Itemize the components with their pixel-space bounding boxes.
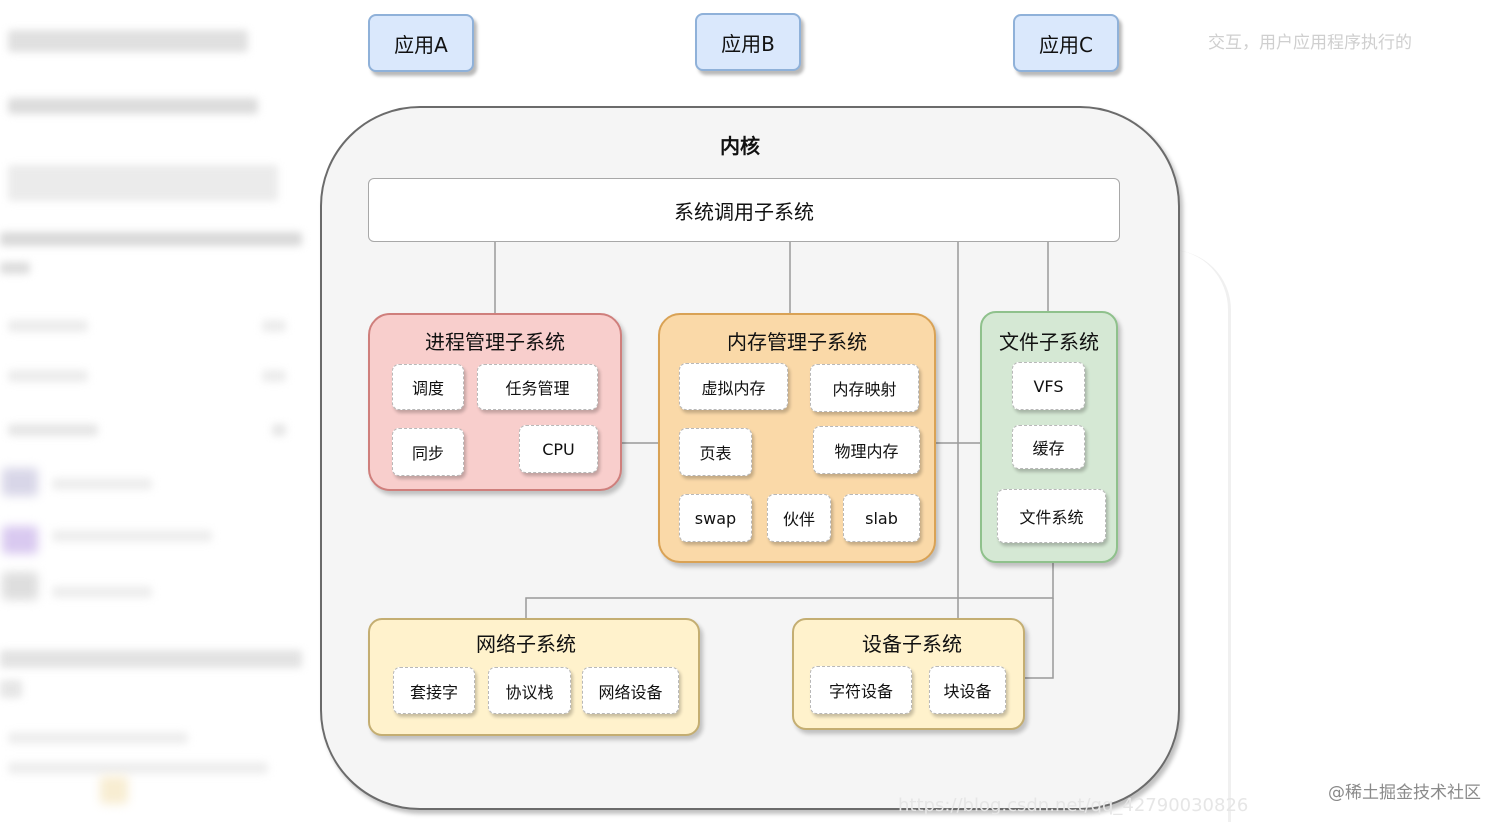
kernel-title: 内核 [720,134,760,158]
url-watermark: https://blog.csdn.net/qq_42790030826 [898,795,1249,816]
background-panel-edge [1150,250,1231,822]
process-subsystem-title: 进程管理子系统 [425,330,565,354]
app-c-box: 应用C [1013,14,1119,72]
page-table-box: 页表 [679,428,752,476]
memory-mapping-box: 内存映射 [810,364,919,412]
filesystem-box: 文件系统 [997,489,1106,543]
app-b-box: 应用B [695,13,801,71]
side-note-text: 交互，用户应用程序执行的 [1208,33,1412,53]
virtual-memory-box: 虚拟内存 [679,363,788,410]
cache-box: 缓存 [1012,425,1085,469]
device-subsystem-title: 设备子系统 [862,632,962,656]
task-management-box: 任务管理 [477,364,598,410]
network-device-box: 网络设备 [582,667,679,714]
memory-subsystem-title: 内存管理子系统 [727,330,867,354]
syscall-subsystem: 系统调用子系统 [368,178,1120,242]
sync-box: 同步 [392,428,464,476]
site-watermark: @稀土掘金技术社区 [1328,783,1481,803]
block-device-box: 块设备 [929,666,1006,714]
char-device-box: 字符设备 [810,666,912,714]
blurred-sidebar [0,0,310,822]
cpu-box: CPU [519,425,598,473]
buddy-box: 伙伴 [767,494,831,542]
vfs-box: VFS [1012,362,1085,410]
protocol-stack-box: 协议栈 [488,667,571,714]
scheduling-box: 调度 [392,364,464,410]
swap-box: swap [679,494,752,542]
connector-file-network [525,563,1054,618]
connector-file-device [1025,598,1054,679]
network-subsystem-title: 网络子系统 [476,632,576,656]
slab-box: slab [843,494,920,542]
physical-memory-box: 物理内存 [813,426,920,474]
app-a-box: 应用A [368,14,474,72]
socket-box: 套接字 [393,667,475,714]
file-subsystem-title: 文件子系统 [999,330,1099,354]
